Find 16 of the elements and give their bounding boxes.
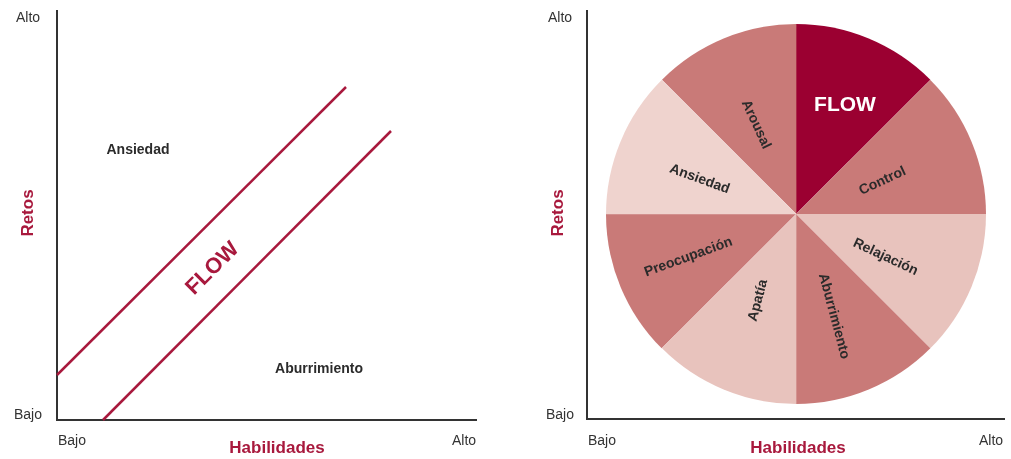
axis-tick-label: Alto — [547, 10, 573, 24]
region-label: Ansiedad — [106, 142, 170, 156]
region-label: Aburrimiento — [275, 361, 363, 375]
axis-title: Habilidades — [750, 438, 846, 456]
axis-tick-label: Alto — [15, 10, 41, 24]
axis-tick-label: Bajo — [14, 407, 42, 421]
wedge-label: Apatía — [744, 277, 770, 323]
axis-tick-label: Alto — [978, 433, 1004, 447]
axis-title: Retos — [18, 189, 36, 237]
axis-tick-label: Bajo — [58, 433, 86, 447]
axis-tick-label: Alto — [451, 433, 477, 447]
axis-title: Retos — [548, 189, 566, 237]
wedge-label: FLOW — [814, 92, 876, 114]
axis-title: Habilidades — [229, 438, 325, 456]
axis-tick-label: Bajo — [588, 433, 616, 447]
axis-tick-label: Bajo — [546, 407, 574, 421]
